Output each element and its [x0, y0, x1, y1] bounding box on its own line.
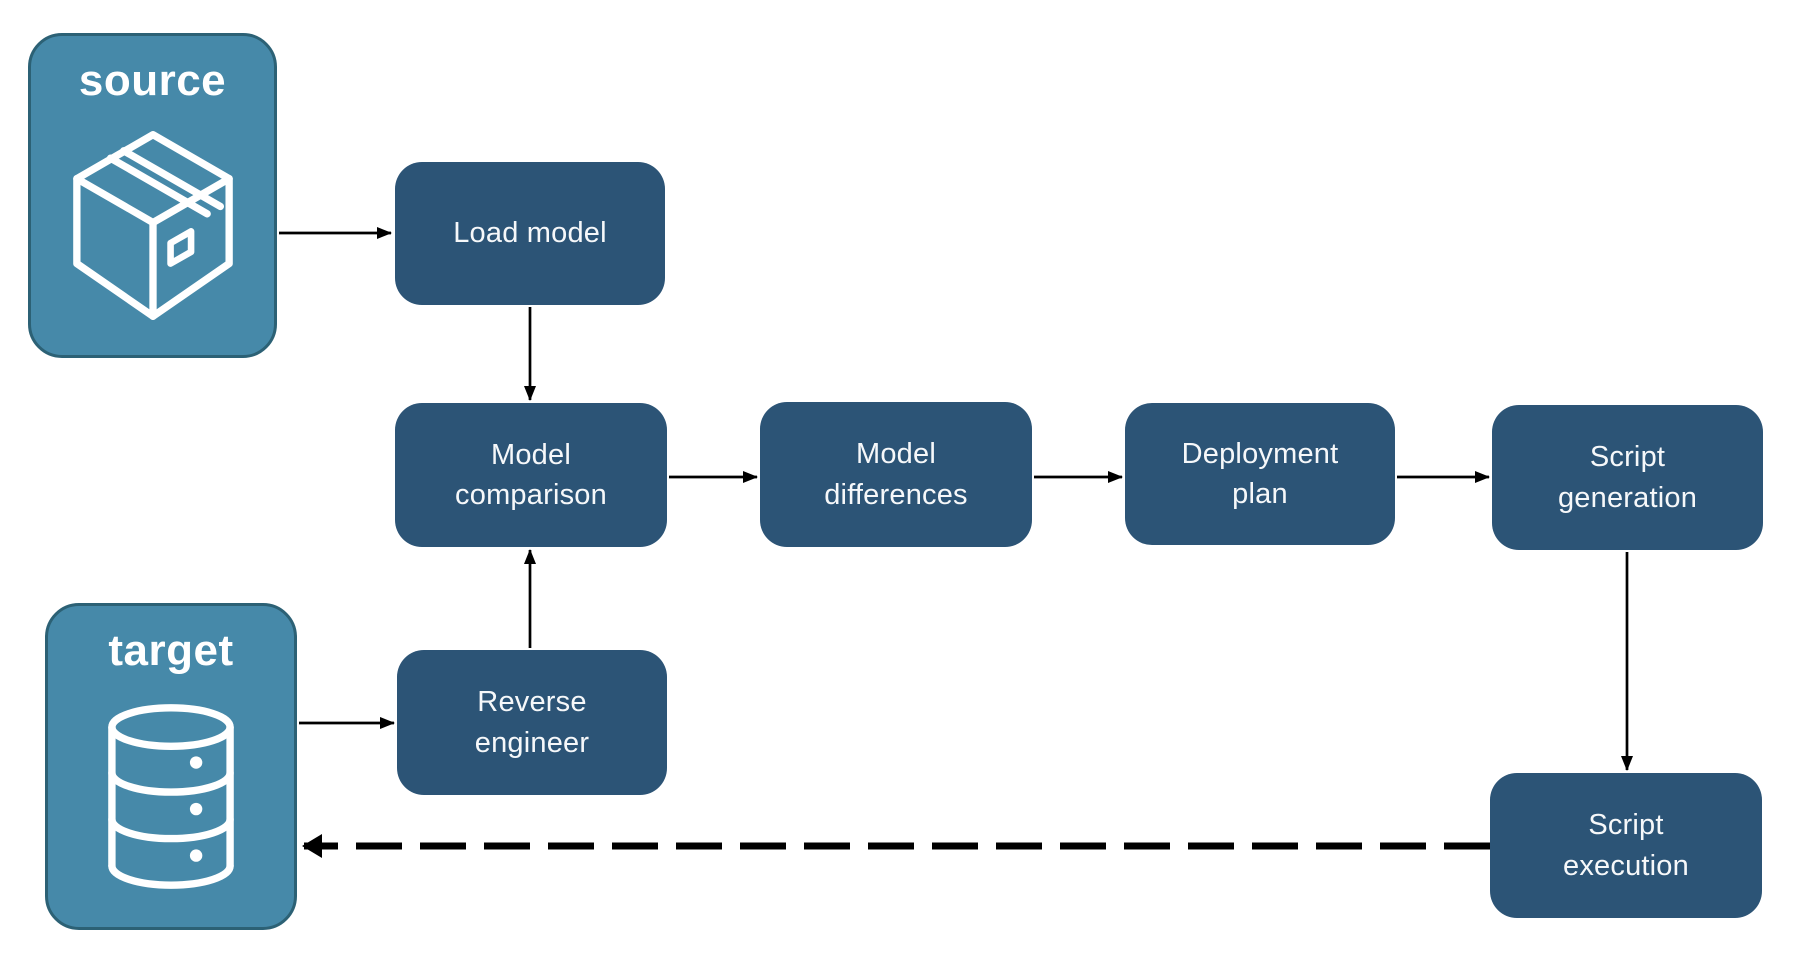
- package-icon: [31, 106, 274, 355]
- node-load-model: Load model: [395, 162, 665, 305]
- node-script-generation: Script generation: [1492, 405, 1763, 550]
- endpoint-target: target: [45, 603, 297, 930]
- node-model-differences: Model differences: [760, 402, 1032, 547]
- endpoint-source: source: [28, 33, 277, 358]
- database-icon: [48, 676, 294, 927]
- node-script-execution: Script execution: [1490, 773, 1762, 918]
- node-deployment-plan: Deployment plan: [1125, 403, 1395, 545]
- source-label: source: [78, 56, 227, 105]
- node-reverse-engineer: Reverse engineer: [397, 650, 667, 795]
- node-model-comparison: Model comparison: [395, 403, 667, 547]
- target-label: target: [108, 626, 234, 675]
